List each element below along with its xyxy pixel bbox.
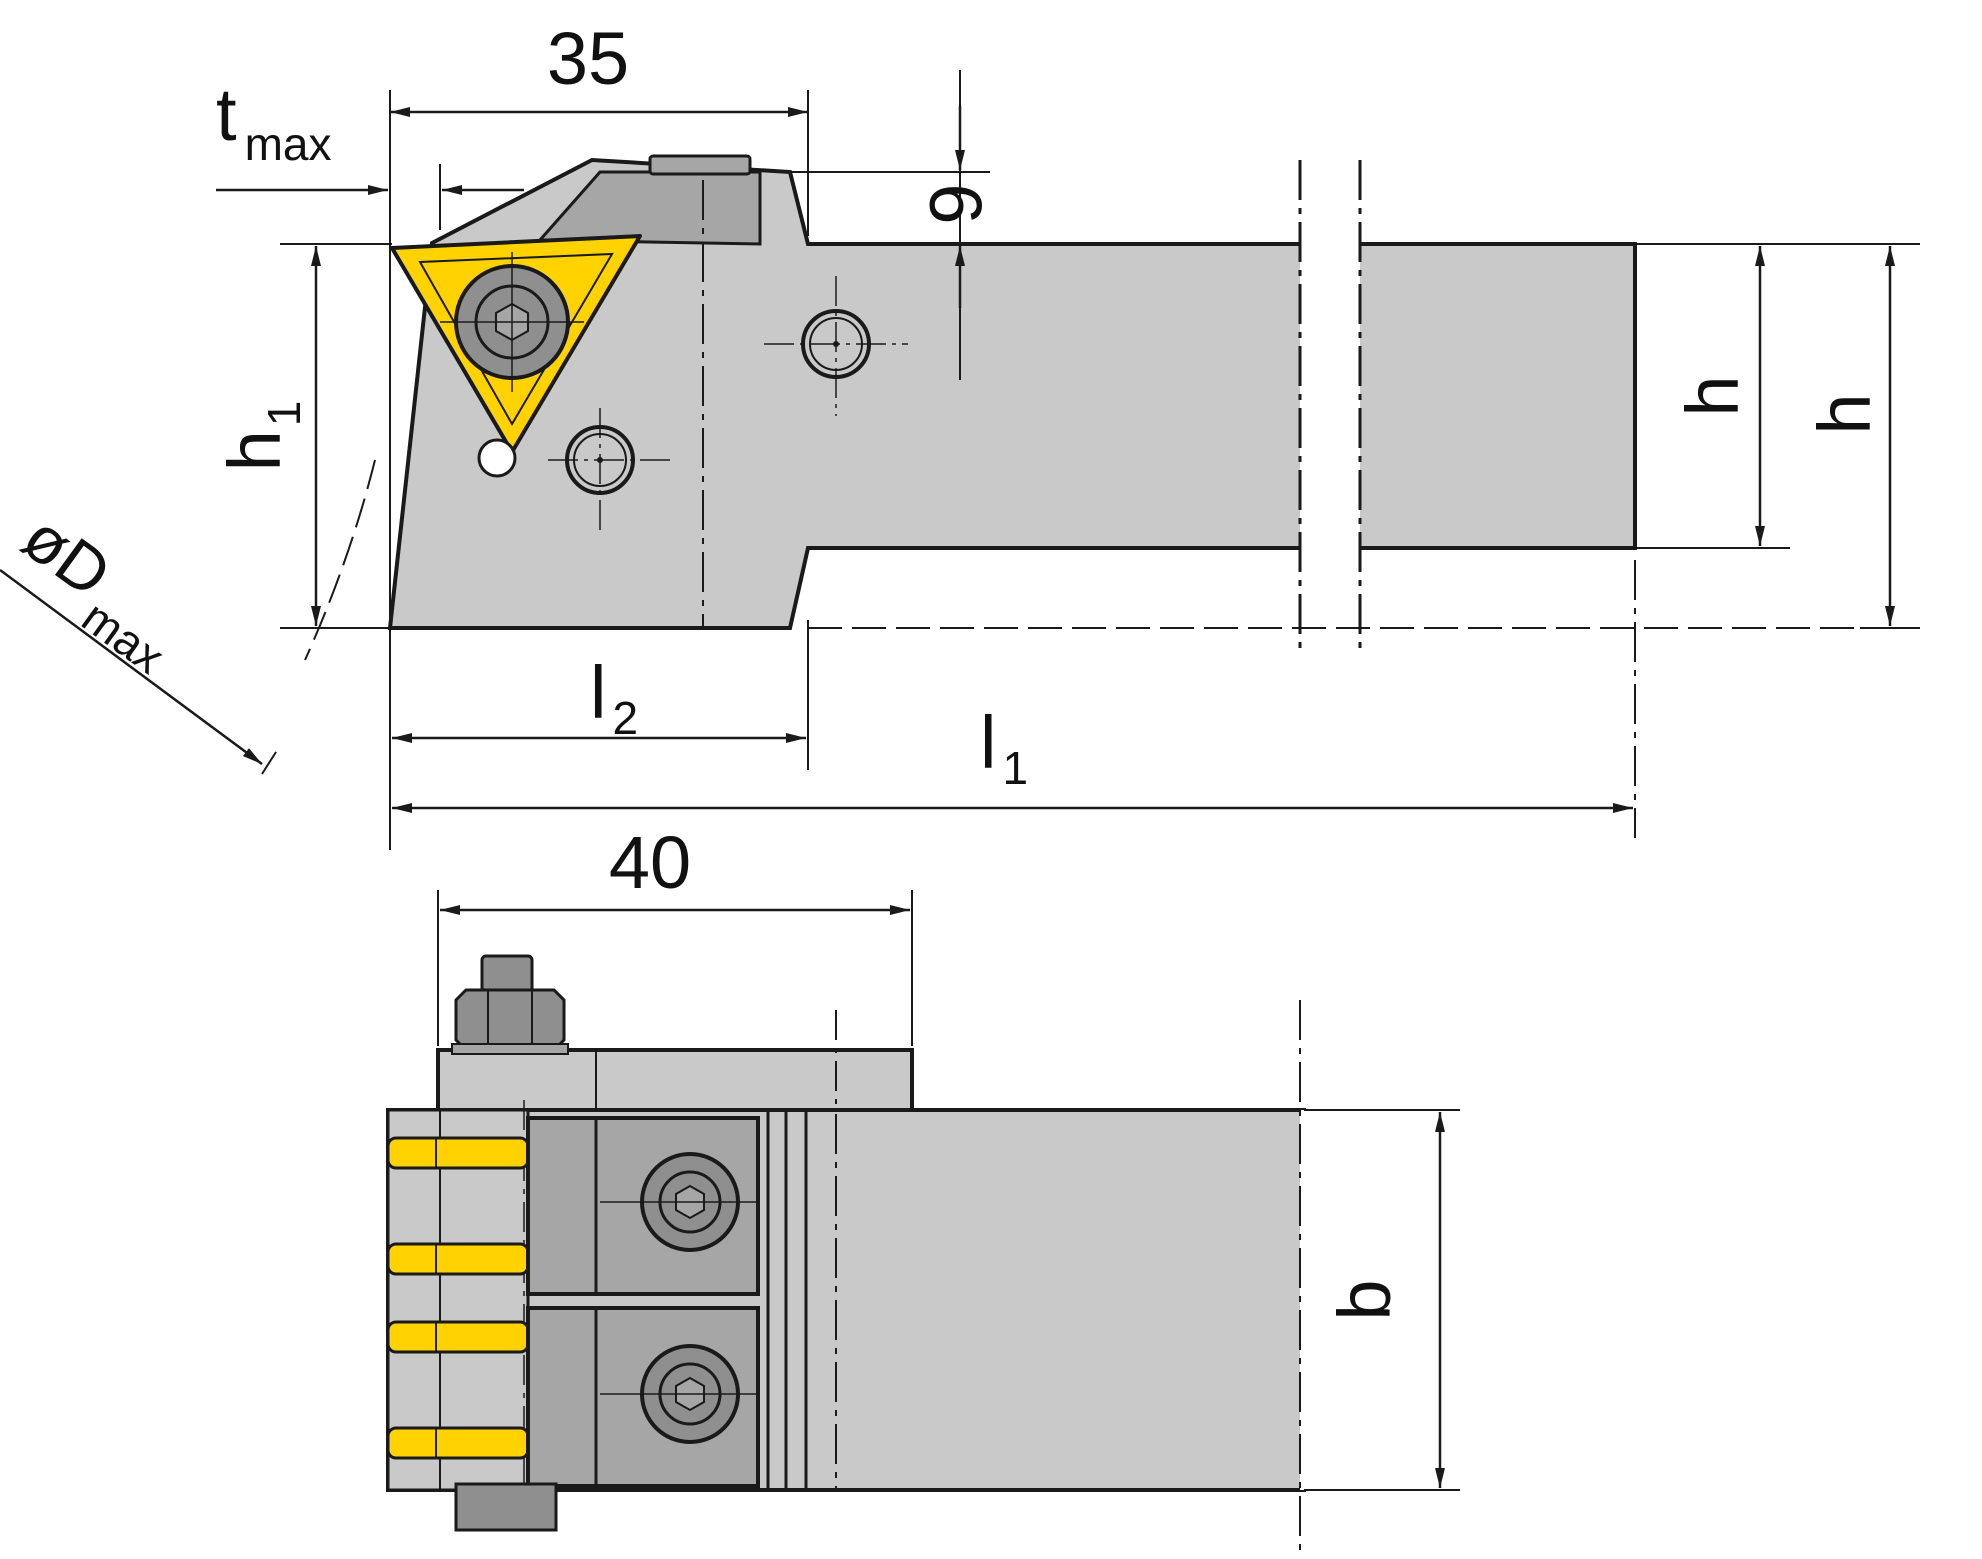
dim-40-label: 40 bbox=[609, 821, 691, 904]
dim-b-label: b bbox=[1323, 1279, 1406, 1320]
shank-break-gap bbox=[1300, 236, 1360, 556]
mount-hole-1 bbox=[548, 408, 672, 530]
clamp-bar bbox=[436, 1048, 914, 1116]
dim-6-label: 6 bbox=[914, 183, 997, 224]
dim-h-inner-label: h bbox=[1671, 375, 1754, 416]
insert-edge-2 bbox=[386, 1242, 530, 1276]
insert-edge-4 bbox=[386, 1426, 530, 1460]
hex-socket-screw-icon bbox=[600, 1344, 760, 1444]
mount-hole-2 bbox=[764, 276, 908, 416]
top-view: 40 b bbox=[386, 821, 1460, 1550]
clamp-top-screw bbox=[648, 154, 752, 176]
dim-h1-label: h1 bbox=[213, 401, 310, 472]
chip-hole bbox=[477, 438, 517, 478]
hex-socket-screw-icon bbox=[440, 252, 584, 392]
insert-edge-1 bbox=[386, 1136, 530, 1170]
dim-h-outer-label: h bbox=[1803, 393, 1886, 434]
hex-nut-icon bbox=[451, 954, 569, 1055]
insert-edge-3 bbox=[386, 1320, 530, 1354]
clamp-block bbox=[536, 170, 762, 246]
bottom-bolt bbox=[454, 1482, 558, 1532]
dim-35-label: 35 bbox=[547, 17, 629, 100]
hex-socket-screw-icon bbox=[600, 1152, 760, 1252]
